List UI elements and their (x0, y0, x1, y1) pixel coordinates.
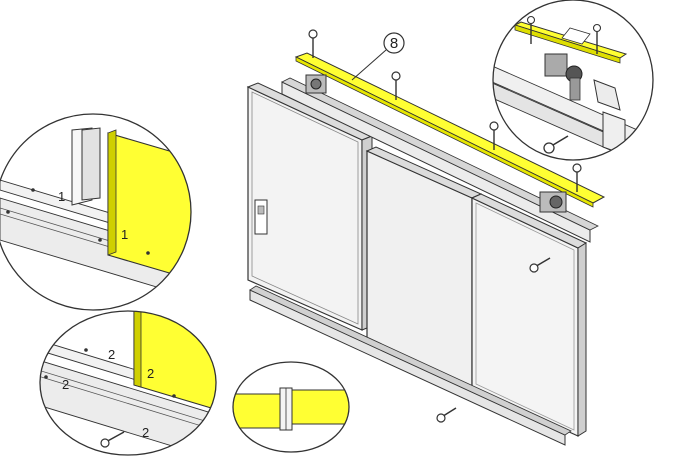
callout-label: 8 (390, 35, 398, 52)
bottom-rail (249, 285, 572, 446)
detail-2-label: 2 (108, 347, 115, 362)
panel-screw-icon (529, 257, 551, 273)
track-screw-icon (572, 163, 582, 192)
detail-2-magnifier: 2 2 2 2 (39, 310, 217, 456)
door-panel-right (470, 193, 588, 437)
top-track-highlight (294, 52, 606, 208)
detail-1-label: 1 (121, 227, 128, 242)
detail-1-magnifier: 1 1 (0, 113, 192, 311)
detail-2-label: 2 (142, 425, 149, 440)
callout-8: 8 (351, 32, 405, 81)
detail-2-label: 2 (62, 377, 69, 392)
top-wood-bar (281, 77, 599, 243)
track-screw-icon (391, 71, 401, 100)
track-screw-icon (308, 29, 318, 58)
detail-joint-magnifier (232, 361, 350, 453)
detail-2-label: 2 (147, 366, 154, 381)
detail-roller-magnifier (492, 0, 654, 161)
door-handle-icon (254, 199, 268, 235)
track-screw-icon (489, 121, 499, 150)
roller-bracket-icon (305, 74, 327, 94)
bottom-screw-icon (436, 407, 457, 423)
roller-bracket-icon (539, 191, 567, 213)
detail-1-label: 1 (58, 189, 65, 204)
